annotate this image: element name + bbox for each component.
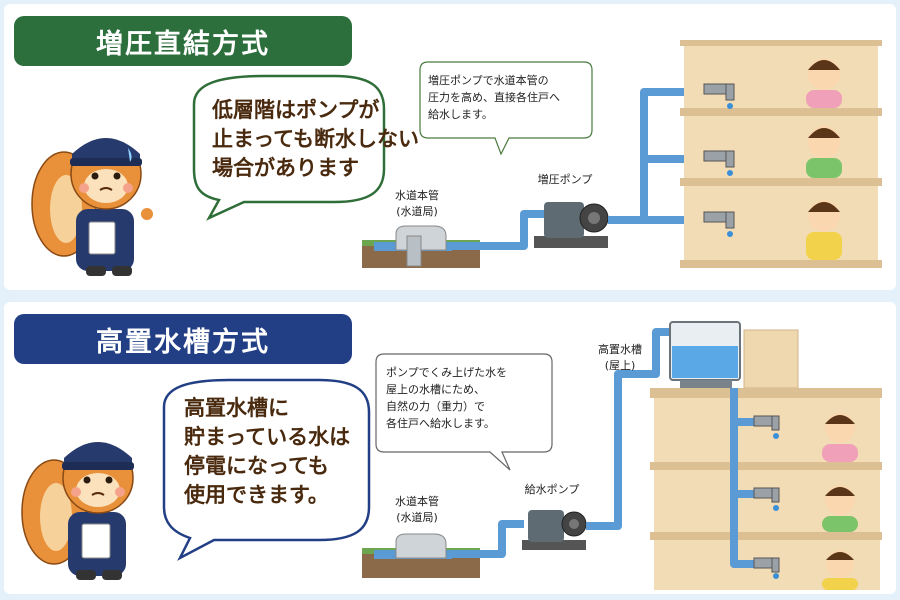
label-elevated-tank: 高置水槽 (屋上) (598, 343, 642, 372)
speech-text-bottom: 高置水槽に 貯まっている水は 停電になっても 使用できます。 (184, 396, 351, 507)
faucet-icon (703, 83, 735, 229)
label-supply-pump: 給水ポンプ (524, 483, 580, 496)
label-water-main-top: 水道本管 (水道局) (395, 189, 439, 218)
section-title-elevated-tank: 高置水槽方式 (14, 314, 352, 364)
resident-icon (806, 58, 842, 260)
panel-elevated-tank: 高置水槽方式 (4, 302, 896, 594)
note-text-bottom: ポンプでくみ上げた水を 屋上の水槽にため、 自然の力（重力）で 各住戸へ給水しま… (386, 366, 508, 430)
squirrel-mascot-icon (31, 138, 153, 276)
panel-booster-direct: 増圧直結方式 (4, 4, 896, 290)
label-booster-pump: 増圧ポンプ (537, 173, 593, 186)
note-bubble-top (419, 61, 593, 156)
label-water-main-bottom: 水道本管 (水道局) (395, 495, 439, 524)
note-bubble-bottom (375, 353, 553, 471)
supply-pump-icon (522, 510, 587, 550)
water-drop-icon (727, 103, 733, 237)
elevated-water-tank-icon (669, 321, 741, 388)
squirrel-mascot-icon (21, 442, 134, 580)
resident-icon (822, 413, 858, 590)
speech-bubble-top (192, 74, 386, 221)
speech-text-top: 低層階はポンプが 止まっても断水しない 場合があります (212, 98, 420, 180)
elevated-tank-illustration (21, 321, 882, 590)
faucet-icon (753, 415, 780, 573)
speech-bubble-bottom (162, 378, 371, 561)
note-text-top: 増圧ポンプで水道本管の 圧力を高め、直接各住戸へ 給水します。 (428, 74, 560, 121)
water-drop-icon (773, 433, 779, 579)
booster-pump-icon (534, 202, 609, 248)
section-title-booster: 増圧直結方式 (14, 16, 352, 66)
apartment-building-top (680, 40, 882, 268)
booster-illustration (31, 40, 882, 276)
